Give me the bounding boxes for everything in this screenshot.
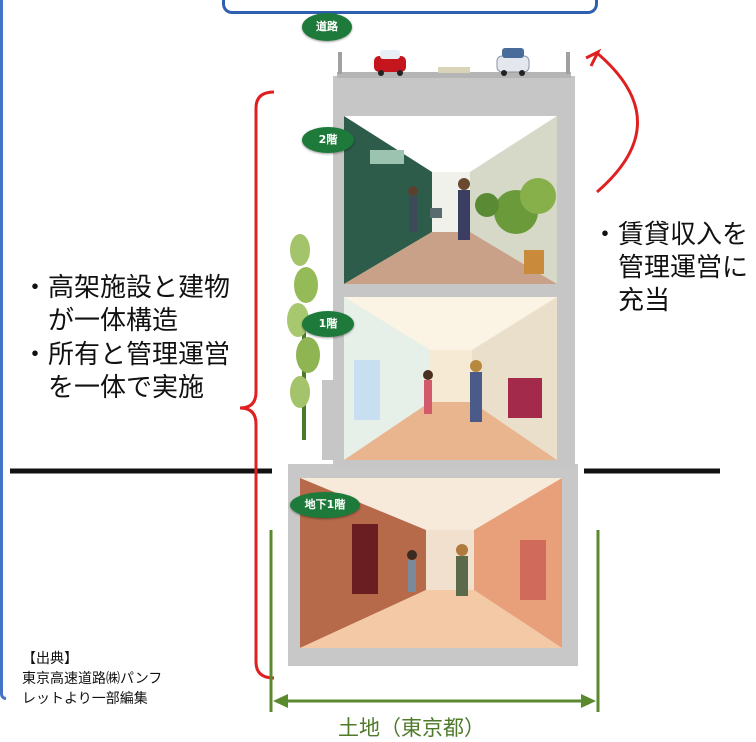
floor-badge-b1: 地下1階 — [290, 492, 360, 518]
white-car-icon — [496, 48, 530, 76]
note-left-2: が一体構造 — [22, 306, 179, 336]
road-deck — [337, 72, 571, 78]
floor-badge-1f: 1階 — [302, 311, 354, 337]
left-bracket — [239, 90, 275, 680]
frame-left-border — [0, 0, 6, 700]
note-left-3: ・所有と管理運営 — [22, 340, 231, 370]
revenue-arrow — [596, 51, 639, 194]
note-left-4: を一体で実施 — [22, 373, 205, 403]
land-arrow-left — [273, 694, 288, 708]
top-frame-tab — [222, 0, 598, 14]
source-heading: 【出典】 — [22, 651, 78, 667]
source-line-1: 東京高速道路㈱パンフ — [22, 671, 163, 687]
red-car-icon — [374, 50, 406, 76]
land-label: 土地（東京都） — [338, 716, 485, 740]
note-left-1: ・高架施設と建物 — [22, 273, 231, 303]
plant-icon — [287, 234, 320, 440]
basement-interior — [300, 478, 562, 648]
land-arrow-right — [581, 694, 596, 708]
floor-1-interior — [344, 297, 557, 460]
guard-post-right — [566, 52, 570, 74]
source-line-2: レットより一部編集 — [22, 691, 148, 707]
revenue-arrowhead — [585, 48, 602, 67]
note-right-2: 管理運営に — [592, 253, 749, 283]
road-marker — [438, 67, 470, 73]
note-right-1: ・賃貸収入を — [592, 220, 749, 250]
support-column — [322, 380, 336, 460]
note-right-3: 充当 — [592, 286, 671, 316]
floor-badge-2f: 2階 — [302, 127, 354, 153]
floor-2-interior — [344, 116, 557, 284]
guard-post-left — [338, 52, 342, 74]
floor-badge-road: 道路 — [302, 13, 352, 41]
